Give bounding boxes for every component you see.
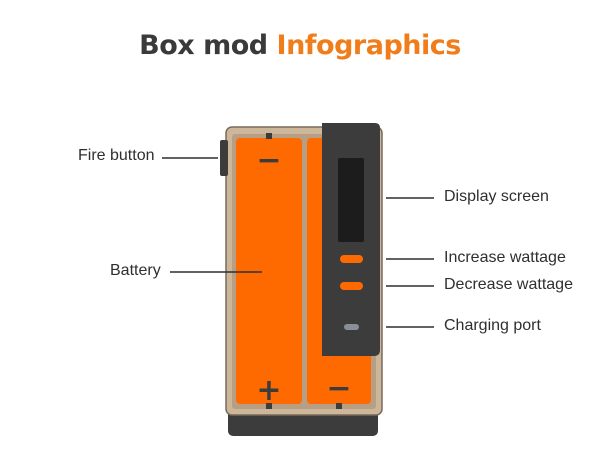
increase-wattage-button [340,255,363,263]
display-screen [338,158,364,242]
fire-button [220,140,228,176]
battery-left-plus-sign: + [256,373,281,408]
battery-right-minus-sign: − [326,371,351,406]
battery-left-minus-sign: − [256,143,281,178]
decrease-wattage-label: Decrease wattage [444,276,573,293]
battery-left-bottom-cap [266,403,272,409]
charging-port-label: Charging port [444,317,541,334]
charging-port [344,324,359,330]
increase-wattage-label: Increase wattage [444,249,566,266]
title-part-2: Infographics [276,30,462,61]
title-part-1: Box mod [139,30,268,61]
battery-left-top-cap [266,133,272,139]
battery-right-bottom-cap [336,403,342,409]
battery-left [236,138,302,404]
display-screen-label: Display screen [444,188,549,205]
fire-button-label: Fire button [78,147,155,164]
decrease-wattage-button [340,282,363,290]
page-title: Box mod Infographics [0,30,600,61]
battery-label: Battery [110,262,161,279]
